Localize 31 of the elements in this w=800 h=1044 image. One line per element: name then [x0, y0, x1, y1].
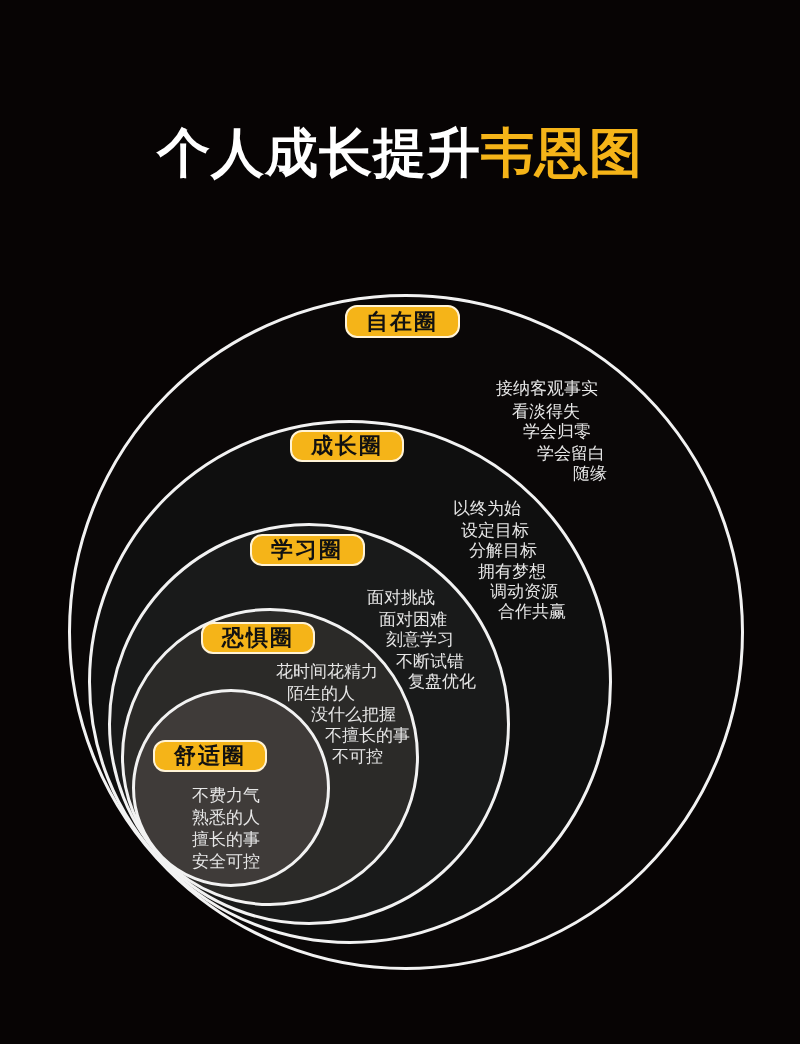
item-text: 面对困难: [379, 608, 447, 630]
heading-tag: 学习圈: [249, 534, 365, 566]
item-text: 学会归零: [523, 420, 591, 442]
heading-tag: 自在圈: [344, 304, 460, 338]
item-text: 不擅长的事: [324, 724, 410, 746]
item-text: 刻意学习: [386, 628, 454, 650]
item-text: 学会留白: [537, 442, 605, 464]
item-text: 擅长的事: [192, 828, 260, 850]
item-text: 拥有梦想: [478, 560, 546, 582]
item-text: 不断试错: [396, 650, 465, 672]
heading-tag: 恐惧圈: [201, 622, 315, 654]
item-text: 复盘优化: [408, 670, 477, 692]
item-text: 分解目标: [469, 539, 537, 561]
item-text: 设定目标: [461, 519, 529, 541]
item-text: 陌生的人: [287, 682, 356, 704]
title: 个人成长提升韦恩图: [157, 122, 643, 184]
item-text: 面对挑战: [367, 586, 435, 608]
heading-tag: 舒适圈: [153, 740, 267, 772]
item-text: 安全可控: [192, 850, 260, 872]
item-text: 花时间花精力: [276, 660, 378, 682]
item-text: 不可控: [331, 745, 383, 767]
item-text: 看淡得失: [512, 400, 580, 422]
item-text: 以终为始: [453, 497, 521, 519]
item-text: 调动资源: [490, 580, 558, 602]
item-text: 没什么把握: [311, 703, 397, 725]
item-text: 熟悉的人: [192, 806, 260, 828]
item-text: 随缘: [573, 462, 607, 484]
item-text: 接纳客观事实: [496, 377, 598, 399]
item-text: 合作共赢: [498, 600, 566, 622]
heading-tag: 成长圈: [290, 430, 404, 462]
item-text: 不费力气: [192, 784, 260, 806]
